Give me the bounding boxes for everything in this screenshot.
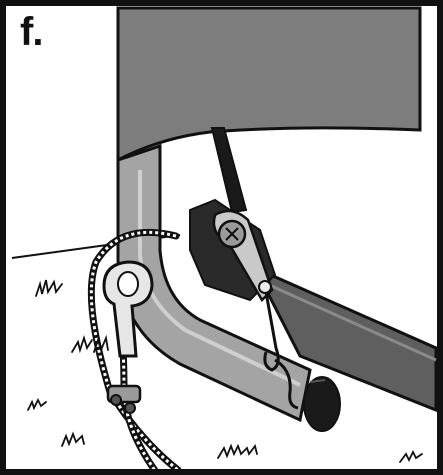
tie-down-strap [212, 128, 246, 212]
tarp-panel [118, 8, 420, 160]
panel-label: f. [20, 12, 42, 52]
tube-end-cap [304, 377, 340, 431]
